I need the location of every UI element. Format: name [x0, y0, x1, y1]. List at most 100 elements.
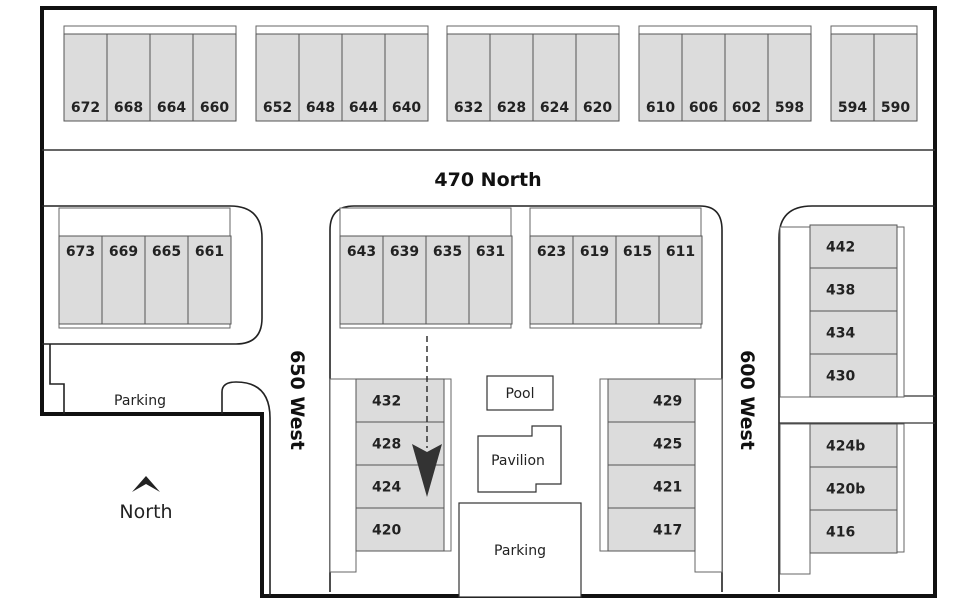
curb-middle-left	[42, 205, 263, 345]
unit-number: 434	[826, 326, 855, 342]
unit-number: 640	[392, 100, 421, 116]
unit-632	[446, 33, 491, 122]
unit-416	[809, 509, 898, 554]
parking-left-label: Parking	[114, 393, 166, 409]
unit-number: 652	[263, 100, 292, 116]
pool	[486, 375, 554, 411]
unit-623	[529, 235, 574, 325]
unit-669	[101, 235, 146, 325]
unit-number: 665	[152, 244, 181, 260]
unit-640	[384, 33, 429, 122]
unit-number: 416	[826, 525, 855, 541]
unit-number: 430	[826, 369, 855, 385]
unit-598	[767, 33, 812, 122]
unit-number: 615	[623, 244, 652, 260]
curb-parking-left-right	[221, 381, 271, 596]
unit-number: 424b	[826, 439, 865, 455]
building-623-611: 623 619 615 611	[529, 235, 703, 325]
unit-631	[468, 235, 513, 325]
unit-number: 421	[653, 480, 682, 496]
unit-442	[809, 224, 898, 269]
unit-639	[382, 235, 427, 325]
street-650-west: 650 West	[286, 350, 308, 450]
unit-number: 424	[372, 480, 401, 496]
parking-center-label: Parking	[494, 543, 546, 559]
unit-602	[724, 33, 769, 122]
unit-673	[58, 235, 103, 325]
unit-668	[106, 33, 151, 122]
building-610-598: 610 606 602 598	[638, 33, 812, 122]
curb-central-block	[329, 205, 723, 592]
building-594-590: 594 590	[830, 33, 918, 122]
unit-number: 660	[200, 100, 229, 116]
unit-643	[339, 235, 384, 325]
unit-635	[425, 235, 470, 325]
street-600-west: 600 West	[736, 350, 758, 450]
unit-number: 664	[157, 100, 186, 116]
unit-number: 598	[775, 100, 804, 116]
unit-594	[830, 33, 875, 122]
unit-number: 425	[653, 437, 682, 453]
unit-number: 417	[653, 523, 682, 539]
unit-620	[575, 33, 620, 122]
unit-590	[873, 33, 918, 122]
unit-number: 644	[349, 100, 378, 116]
unit-438	[809, 267, 898, 312]
street-470-north: 470 North	[434, 169, 541, 191]
unit-number: 590	[881, 100, 910, 116]
unit-number: 661	[195, 244, 224, 260]
unit-432	[355, 378, 445, 423]
unit-number: 602	[732, 100, 761, 116]
unit-number: 669	[109, 244, 138, 260]
unit-420b	[809, 466, 898, 511]
unit-number: 610	[646, 100, 675, 116]
unit-417	[607, 507, 696, 552]
chevron-up-icon	[132, 476, 160, 492]
unit-number: 594	[838, 100, 867, 116]
unit-661	[187, 235, 232, 325]
unit-number: 672	[71, 100, 100, 116]
unit-number: 623	[537, 244, 566, 260]
unit-number: 611	[666, 244, 695, 260]
unit-648	[298, 33, 343, 122]
unit-number: 429	[653, 394, 682, 410]
unit-606	[681, 33, 726, 122]
pavilion-label: Pavilion	[491, 453, 545, 469]
unit-number: 624	[540, 100, 569, 116]
unit-number: 420	[372, 523, 401, 539]
curb-parking-left	[49, 344, 65, 414]
unit-number: 643	[347, 244, 376, 260]
building-429-417: 429 425 421 417	[607, 378, 696, 552]
unit-644	[341, 33, 386, 122]
unit-421	[607, 464, 696, 509]
unit-420	[355, 507, 445, 552]
north-label: North	[119, 501, 172, 523]
unit-660	[192, 33, 237, 122]
unit-number: 428	[372, 437, 401, 453]
curb-east-block	[778, 205, 935, 592]
unit-664	[149, 33, 194, 122]
arrow-down-icon	[412, 444, 442, 497]
pavilion	[477, 425, 562, 493]
unit-619	[572, 235, 617, 325]
parking-center	[458, 502, 582, 598]
unit-number: 442	[826, 240, 855, 256]
unit-615	[615, 235, 660, 325]
unit-number: 628	[497, 100, 526, 116]
unit-665	[144, 235, 189, 325]
unit-number: 619	[580, 244, 609, 260]
unit-number: 432	[372, 394, 401, 410]
unit-610	[638, 33, 683, 122]
unit-672	[63, 33, 108, 122]
unit-425	[607, 421, 696, 466]
unit-430	[809, 353, 898, 398]
unit-number: 606	[689, 100, 718, 116]
unit-number: 635	[433, 244, 462, 260]
unit-number: 438	[826, 283, 855, 299]
